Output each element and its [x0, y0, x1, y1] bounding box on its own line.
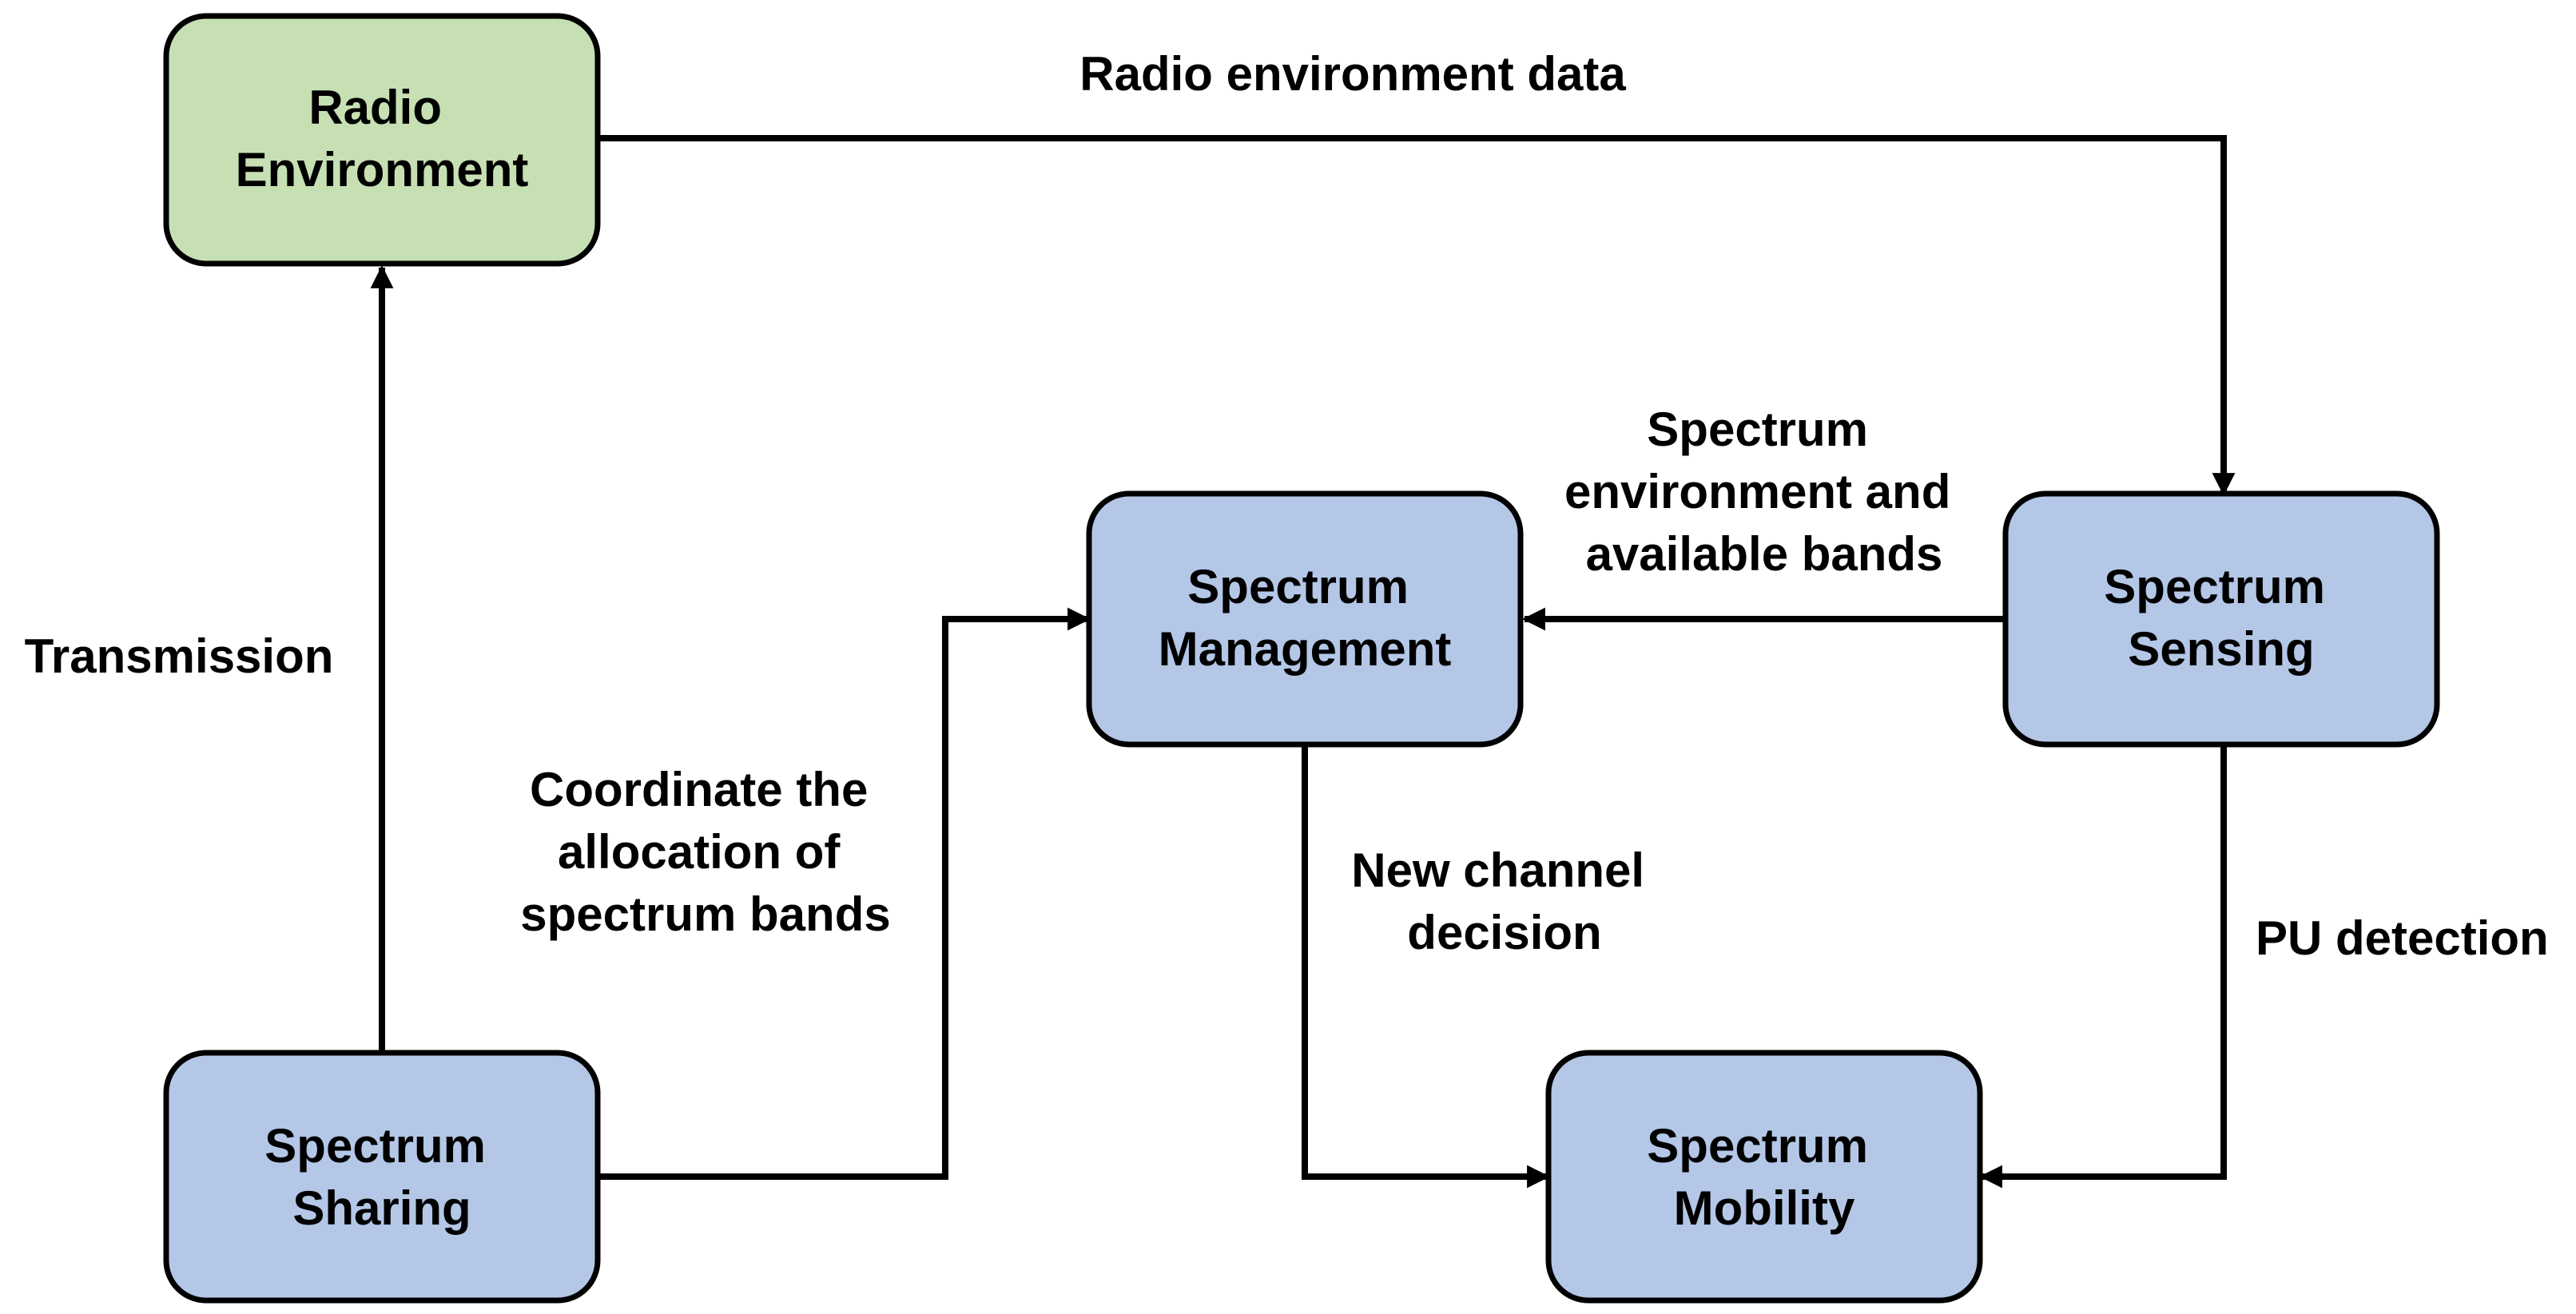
edge-management-to-mobility	[1302, 744, 1550, 1189]
node-label: Spectrum Sensing	[2104, 560, 2338, 676]
edge-label-pu-detection: PU detection	[2256, 911, 2549, 965]
edge-label-spectrum-environment: Spectrum environment and available bands	[1564, 403, 1964, 581]
node-spectrum-sharing: Spectrum Sharing	[163, 1050, 601, 1304]
node-label: Radio Environment	[236, 81, 529, 197]
edge-sensing-to-mobility	[1979, 744, 2227, 1189]
edge-sharing-to-management	[598, 607, 1091, 1180]
node-box	[163, 1050, 601, 1304]
node-spectrum-sensing: Spectrum Sensing	[2002, 490, 2440, 748]
node-box	[2002, 490, 2440, 748]
edge-label-transmission: Transmission	[25, 629, 334, 683]
edge-label-radio-environment-data: Radio environment data	[1079, 47, 1626, 101]
node-box	[163, 13, 601, 267]
node-spectrum-mobility: Spectrum Mobility	[1545, 1050, 1983, 1304]
node-label: Spectrum Sharing	[264, 1119, 499, 1235]
edge-label-new-channel-decision: New channel decision	[1351, 844, 1657, 959]
node-spectrum-management: Spectrum Management	[1086, 490, 1524, 748]
node-box	[1086, 490, 1524, 748]
edge-label-coordinate-allocation: Coordinate the allocation of spectrum ba…	[520, 763, 890, 941]
edge-radio-to-sensing	[598, 135, 2236, 496]
edges	[370, 135, 2236, 1189]
node-radio-environment: Radio Environment	[163, 13, 601, 267]
node-label: Spectrum Management	[1159, 560, 1452, 676]
node-box	[1545, 1050, 1983, 1304]
node-label: Spectrum Mobility	[1647, 1119, 1881, 1235]
